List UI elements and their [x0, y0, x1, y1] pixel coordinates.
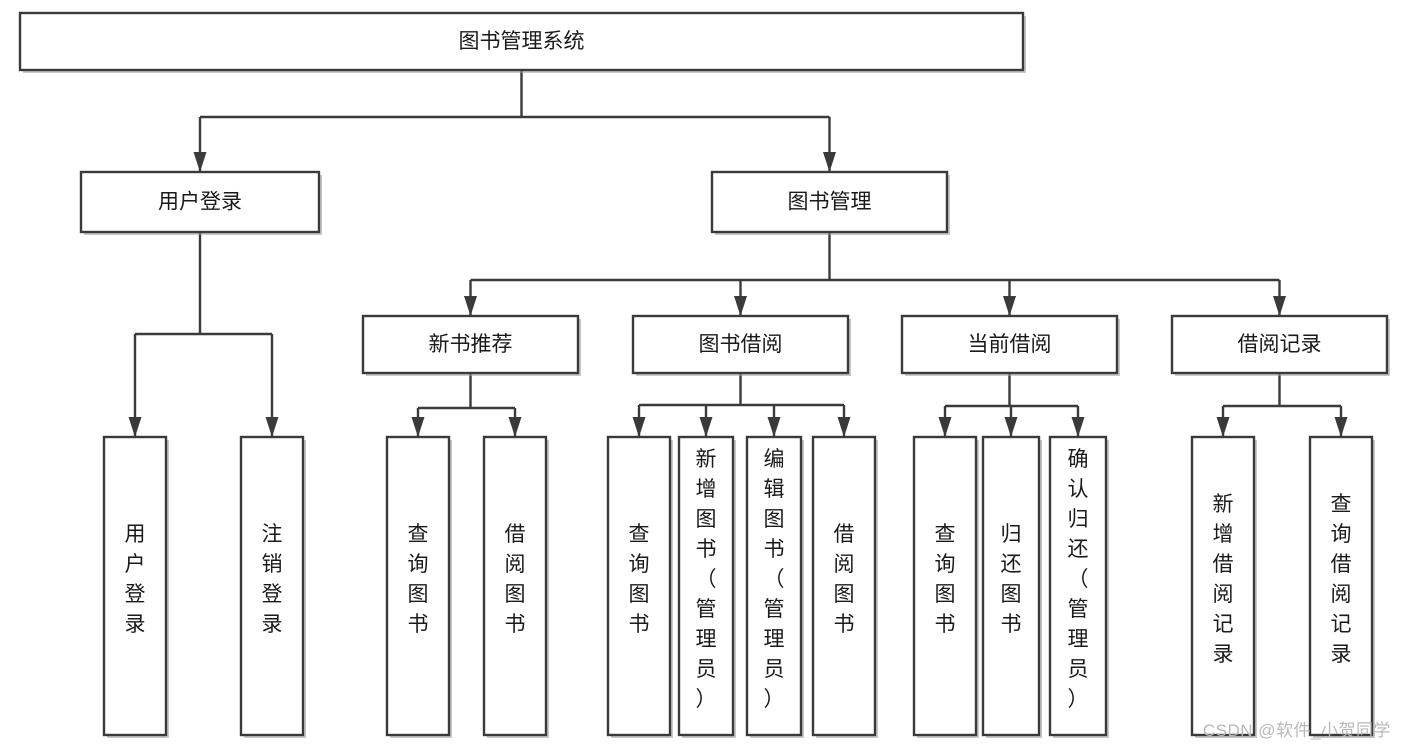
- node-box-new_book_rec[interactable]: [361, 314, 580, 375]
- node-box-leaf_confirm_return[interactable]: [1048, 435, 1108, 737]
- arrow-head-leaf_borrow_book_2: [837, 417, 851, 437]
- node-box-root[interactable]: [18, 11, 1025, 72]
- arrow-head-book_manage: [823, 152, 836, 172]
- node-book_manage[interactable]: 图书管理: [710, 170, 950, 235]
- node-new_book_rec[interactable]: 新书推荐: [361, 314, 581, 376]
- node-label-current_borrow: 当前借阅: [968, 333, 1052, 356]
- node-label-leaf_query_book_2: 查询图书: [629, 523, 650, 636]
- node-box-leaf_add_book[interactable]: [677, 435, 735, 737]
- arrow-head-leaf_confirm_return: [1071, 417, 1085, 437]
- node-label-leaf_borrow_book_1: 借阅图书: [505, 523, 526, 636]
- node-box-user_login[interactable]: [79, 170, 321, 234]
- node-book_borrow[interactable]: 图书借阅: [631, 314, 851, 376]
- node-leaf_add_book[interactable]: 新增图书（管理员）: [677, 435, 736, 738]
- node-label-book_manage: 图书管理: [788, 191, 872, 214]
- node-box-leaf_user_login[interactable]: [102, 435, 168, 737]
- arrow-head-leaf_query_book_2: [632, 417, 646, 437]
- node-box-leaf_logout[interactable]: [239, 435, 305, 737]
- arrow-head-leaf_user_login: [128, 417, 142, 437]
- arrow-head-leaf_borrow_book_1: [508, 417, 522, 437]
- node-borrow_record[interactable]: 借阅记录: [1170, 314, 1390, 376]
- node-box-leaf_return_book[interactable]: [981, 435, 1041, 737]
- node-label-book_borrow: 图书借阅: [699, 333, 783, 356]
- node-label-leaf_user_login: 用户登录: [125, 523, 146, 636]
- node-label-new_book_rec: 新书推荐: [429, 333, 513, 356]
- node-box-leaf_query_book_1[interactable]: [385, 435, 451, 737]
- node-leaf_edit_book[interactable]: 编辑图书（管理员）: [745, 435, 804, 738]
- arrow-head-leaf_query_book_1: [411, 417, 425, 437]
- node-label-leaf_add_book: 新增图书（管理员）: [696, 448, 717, 711]
- arrow-head-leaf_add_book: [699, 417, 713, 437]
- node-box-leaf_query_record[interactable]: [1308, 435, 1374, 737]
- node-leaf_borrow_book_2[interactable]: 借阅图书: [811, 435, 878, 738]
- node-leaf_confirm_return[interactable]: 确认归还（管理员）: [1048, 435, 1109, 738]
- arrow-head-leaf_query_record: [1334, 417, 1348, 437]
- node-leaf_logout[interactable]: 注销登录: [239, 435, 306, 738]
- node-box-leaf_edit_book[interactable]: [745, 435, 803, 737]
- connector-layer: [128, 70, 1348, 437]
- node-leaf_return_book[interactable]: 归还图书: [981, 435, 1042, 738]
- arrow-head-user_login: [193, 152, 207, 172]
- node-label-user_login: 用户登录: [158, 191, 242, 214]
- node-root[interactable]: 图书管理系统: [18, 11, 1026, 73]
- node-user_login[interactable]: 用户登录: [79, 170, 322, 235]
- arrow-head-borrow_record: [1273, 296, 1286, 316]
- node-label-borrow_record: 借阅记录: [1238, 333, 1322, 356]
- node-box-leaf_borrow_book_1[interactable]: [482, 435, 548, 737]
- node-box-leaf_add_record[interactable]: [1190, 435, 1256, 737]
- node-box-leaf_query_book_3[interactable]: [912, 435, 978, 737]
- node-leaf_query_book_2[interactable]: 查询图书: [606, 435, 673, 738]
- node-label-leaf_confirm_return: 确认归还（管理员）: [1068, 448, 1089, 711]
- node-box-book_borrow[interactable]: [631, 314, 850, 375]
- node-label-leaf_query_book_3: 查询图书: [935, 523, 956, 636]
- arrow-head-current_borrow: [1003, 296, 1016, 316]
- node-box-current_borrow[interactable]: [900, 314, 1119, 375]
- node-label-leaf_borrow_book_2: 借阅图书: [834, 523, 855, 636]
- csdn-watermark: CSDN @软件_小贺同学: [1202, 721, 1391, 740]
- node-box-book_manage[interactable]: [710, 170, 949, 234]
- node-leaf_add_record[interactable]: 新增借阅记录: [1190, 435, 1257, 738]
- node-label-leaf_return_book: 归还图书: [1001, 523, 1022, 636]
- node-label-leaf_query_record: 查询借阅记录: [1331, 493, 1352, 666]
- arrow-head-leaf_add_record: [1216, 417, 1230, 437]
- arrow-head-leaf_edit_book: [767, 417, 781, 437]
- node-layer: 图书管理系统用户登录图书管理新书推荐图书借阅当前借阅借阅记录用户登录注销登录查询…: [18, 11, 1390, 738]
- node-label-root: 图书管理系统: [459, 30, 585, 53]
- node-box-leaf_query_book_2[interactable]: [606, 435, 672, 737]
- node-leaf_query_book_1[interactable]: 查询图书: [385, 435, 452, 738]
- node-label-leaf_logout: 注销登录: [262, 523, 283, 636]
- arrow-head-book_borrow: [734, 296, 747, 316]
- node-current_borrow[interactable]: 当前借阅: [900, 314, 1120, 376]
- node-leaf_borrow_book_1[interactable]: 借阅图书: [482, 435, 549, 738]
- node-box-leaf_borrow_book_2[interactable]: [811, 435, 877, 737]
- arrow-head-new_book_rec: [464, 296, 477, 316]
- node-leaf_user_login[interactable]: 用户登录: [102, 435, 169, 738]
- node-label-leaf_add_record: 新增借阅记录: [1213, 493, 1234, 666]
- node-box-borrow_record[interactable]: [1170, 314, 1389, 375]
- arrow-head-leaf_return_book: [1004, 417, 1018, 437]
- arrow-head-leaf_query_book_3: [938, 417, 952, 437]
- node-label-leaf_edit_book: 编辑图书（管理员）: [764, 448, 785, 711]
- node-leaf_query_record[interactable]: 查询借阅记录: [1308, 435, 1375, 738]
- arrow-head-leaf_logout: [265, 417, 279, 437]
- node-label-leaf_query_book_1: 查询图书: [408, 523, 429, 636]
- node-leaf_query_book_3[interactable]: 查询图书: [912, 435, 979, 738]
